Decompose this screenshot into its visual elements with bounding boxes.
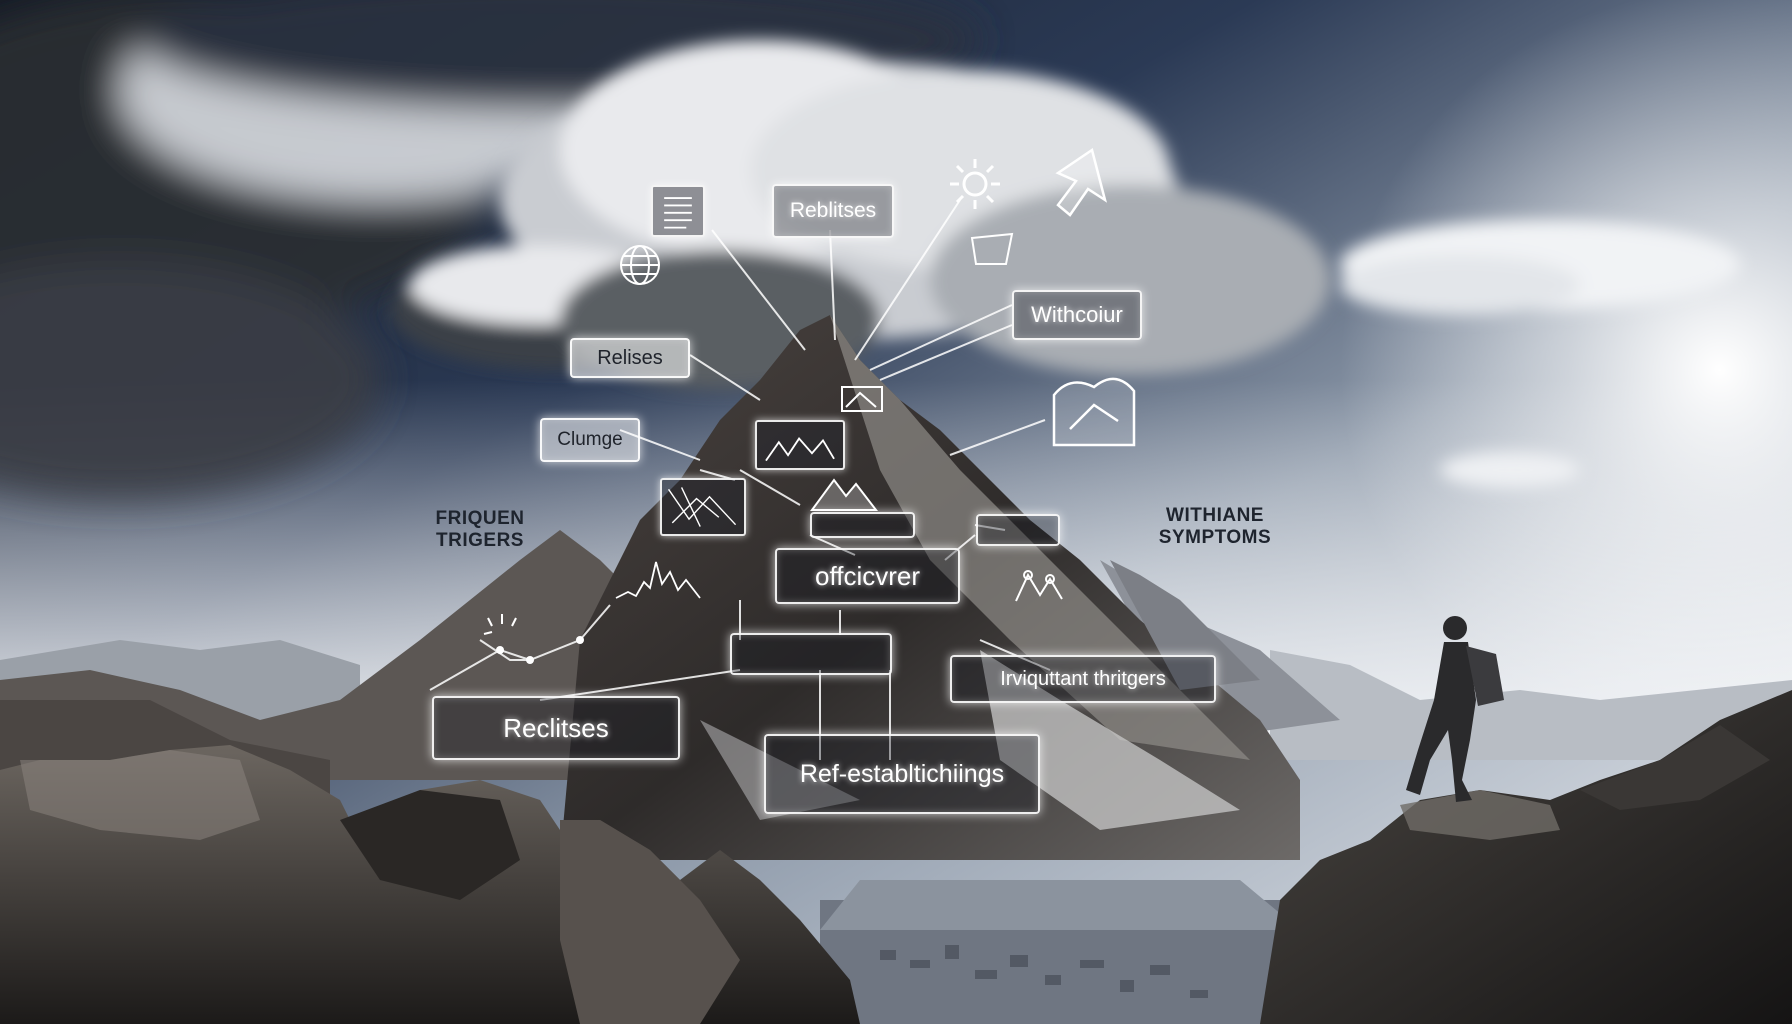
flag-icon (1010, 565, 1080, 609)
peak-summit-icon (840, 385, 884, 413)
label-relises: Relises (570, 338, 690, 378)
gear-icon (946, 155, 1004, 213)
label-ref-establtichiings: Ref-establtichiings (764, 734, 1040, 814)
cloud-icon (1040, 365, 1148, 455)
mountain-icon (808, 470, 880, 514)
sparkle-icon (478, 612, 526, 650)
empty-frame-right (976, 514, 1060, 546)
side-label-left: FRIQUEN TRIGERS (405, 508, 555, 552)
map-icon (660, 478, 746, 536)
empty-frame-center (810, 512, 915, 538)
label-offcicvrer: offcicvrer (775, 548, 960, 604)
label-reblitses: Reblitses (772, 184, 894, 238)
label-clumge: Clumge (540, 418, 640, 462)
globe-icon (618, 243, 662, 287)
side-label-right: WITHIANE SYMPTOMS (1140, 505, 1290, 549)
label-irviquttant-thritgers: Irviquttant thritgers (950, 655, 1216, 703)
arrow-cursor-icon (1050, 145, 1110, 220)
document-icon (651, 185, 705, 237)
side-label-right-line2: SYMPTOMS (1158, 527, 1272, 548)
line-chart-icon (755, 420, 845, 470)
chart-bars-icon (612, 552, 704, 602)
empty-frame-lower (730, 633, 892, 675)
side-label-left-line2: TRIGERS (436, 530, 524, 551)
label-reclitses: Reclitses (432, 696, 680, 760)
pouch-icon (966, 228, 1018, 270)
label-withcoiur: Withcoiur (1012, 290, 1142, 340)
hiker-figure (1406, 616, 1504, 802)
side-label-right-line1: WITHIANE (1166, 505, 1264, 526)
side-label-left-line1: FRIQUEN (435, 508, 525, 529)
